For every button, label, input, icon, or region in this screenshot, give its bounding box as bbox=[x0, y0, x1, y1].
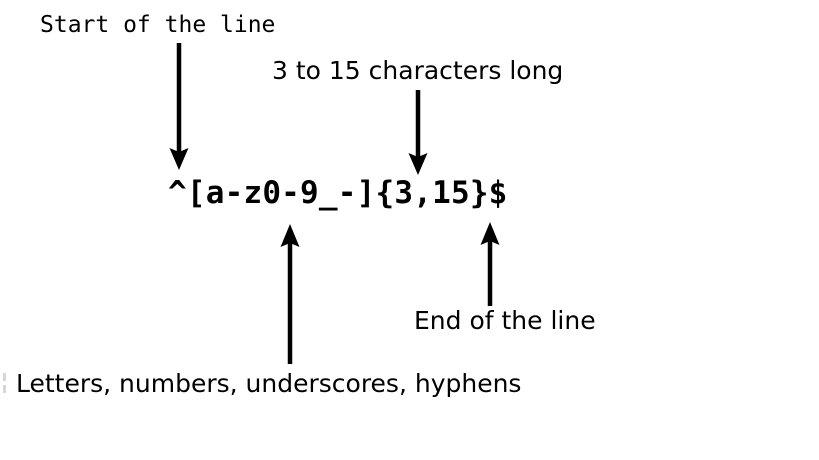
annotation-label-start-of-line: Start of the line bbox=[40, 12, 276, 38]
arrow-end-of-line bbox=[480, 222, 500, 306]
annotation-label-length-quantifier: 3 to 15 characters long bbox=[272, 56, 564, 85]
clipped-glyph-fragment-lower bbox=[3, 385, 6, 393]
arrow-length-quantifier bbox=[408, 90, 428, 175]
arrow-start-of-line bbox=[169, 43, 189, 170]
annotation-label-end-of-line: End of the line bbox=[414, 306, 596, 335]
arrow-character-class bbox=[280, 224, 300, 364]
clipped-glyph-fragment-upper bbox=[3, 373, 6, 381]
annotation-label-character-class: Letters, numbers, underscores, hyphens bbox=[16, 369, 522, 398]
regex-pattern-text: ^[a-z0-9_-]{3,15}$ bbox=[168, 175, 508, 211]
